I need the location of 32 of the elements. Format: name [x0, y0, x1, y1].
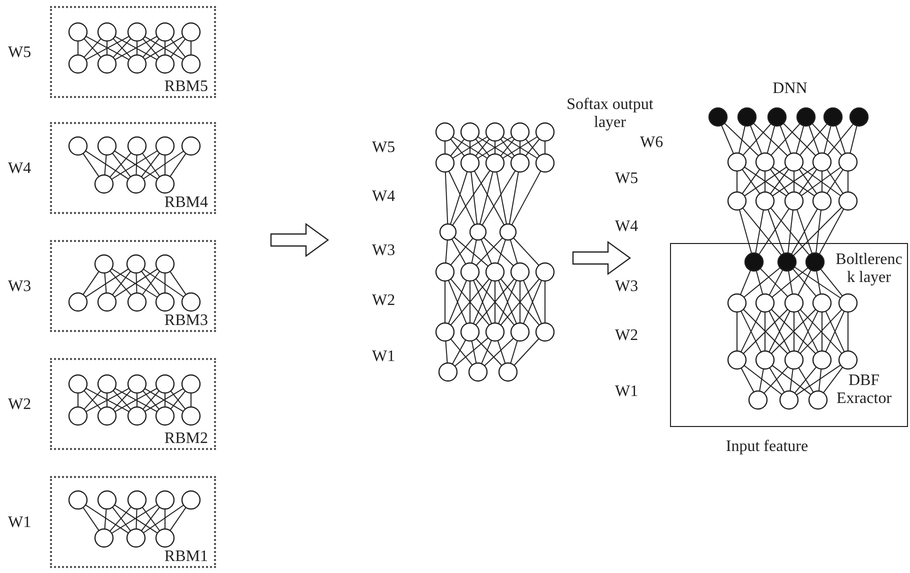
layer-label: W2 — [615, 327, 638, 345]
layer-label: W2 — [372, 292, 396, 310]
box-title: RBM4 — [164, 194, 208, 212]
rbm-box — [50, 240, 216, 332]
box-title: RBM1 — [164, 548, 208, 566]
layer-label: W3 — [372, 242, 396, 260]
layer-caption: Softax output layer — [566, 96, 654, 132]
box-title: DBF Exractor — [835, 372, 893, 408]
rbm-box — [50, 122, 216, 214]
box-title: RBM3 — [164, 312, 208, 330]
layer-caption: Boltlerenc k layer — [834, 251, 904, 287]
box-title: RBM2 — [164, 430, 208, 448]
rbm-box — [50, 6, 216, 98]
layer-label: W1 — [8, 514, 32, 532]
layer-label: W4 — [615, 218, 638, 236]
rbm-box — [50, 358, 216, 450]
layer-label: W4 — [8, 160, 32, 178]
layer-label: W3 — [615, 278, 638, 296]
layer-label: W6 — [640, 134, 664, 152]
layer-label: W4 — [372, 188, 396, 206]
layer-label: W5 — [8, 44, 32, 62]
layer-label: W1 — [372, 348, 396, 366]
network-title: DNN — [772, 80, 808, 98]
layer-label: W1 — [615, 383, 638, 401]
layer-label: W5 — [615, 170, 638, 188]
rbm-box — [50, 476, 216, 568]
extractor-box — [670, 243, 908, 427]
layer-label: W5 — [372, 139, 396, 157]
layer-label: W2 — [8, 396, 32, 414]
layer-label: W3 — [8, 278, 32, 296]
box-title: RBM5 — [164, 78, 208, 96]
caption: Input feature — [724, 438, 810, 456]
